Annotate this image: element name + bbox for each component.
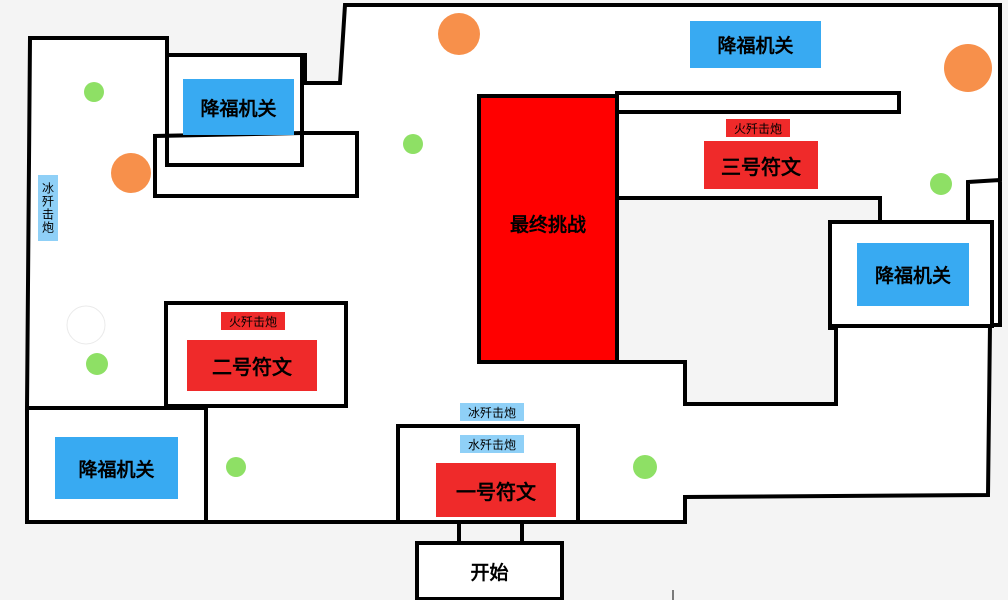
green-marker <box>930 173 952 195</box>
rune-3-label: 三号符文 <box>704 141 818 189</box>
water-cannon-tag-bottom: 水歼击炮 <box>460 435 524 453</box>
rune-1-label: 一号符文 <box>436 463 556 517</box>
trap-label-bottom-left: 降福机关 <box>55 437 178 499</box>
wall-top-right-bar <box>615 91 901 114</box>
fire-cannon-tag-left: 火歼击炮 <box>221 312 285 330</box>
rune-2-label: 二号符文 <box>187 340 317 391</box>
green-marker <box>84 82 104 102</box>
trap-label-top-left: 降福机关 <box>183 79 294 135</box>
orange-marker <box>438 13 480 55</box>
green-marker <box>403 134 423 154</box>
room-start <box>415 541 564 600</box>
green-marker <box>633 455 657 479</box>
white-marker <box>66 305 106 345</box>
ice-cannon-tag-bottom: 冰歼击炮 <box>460 403 524 421</box>
room-final-challenge <box>477 94 619 364</box>
orange-marker <box>944 44 992 92</box>
orange-marker <box>111 153 151 193</box>
green-marker <box>86 353 108 375</box>
fire-cannon-tag-top: 火歼击炮 <box>726 119 790 137</box>
start-label: 开始 <box>470 561 509 584</box>
green-marker <box>226 457 246 477</box>
trap-label-top-right: 降福机关 <box>690 21 821 68</box>
final-challenge-label: 最终挑战 <box>509 213 586 236</box>
ice-cannon-tag-vertical: 冰歼击炮 <box>38 175 58 241</box>
trap-label-right: 降福机关 <box>857 243 969 306</box>
